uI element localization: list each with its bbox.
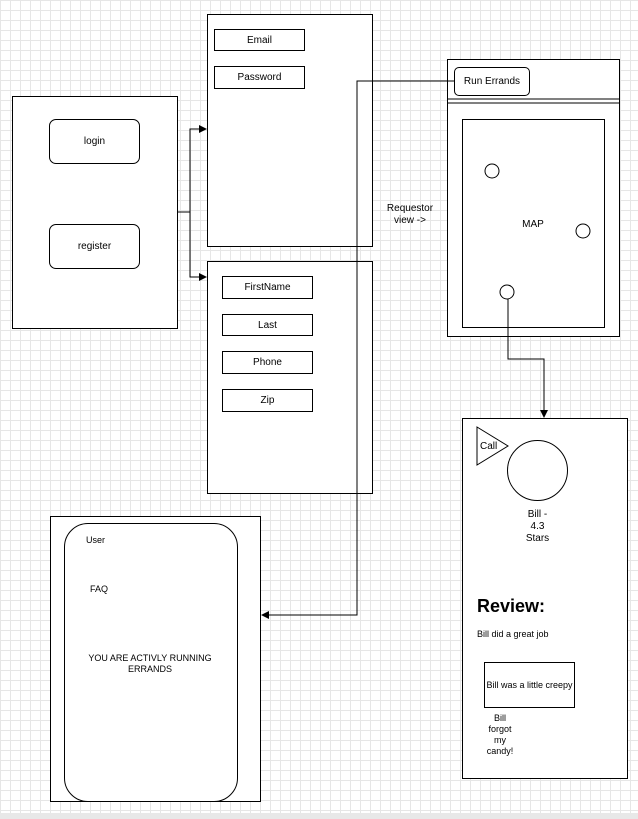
user-label[interactable]: User [86, 535, 106, 545]
arrow-to-register-form [189, 212, 207, 281]
email-field[interactable]: Email [214, 29, 305, 51]
requestor-view-label: Requestor view -> [386, 203, 434, 226]
last-field[interactable]: Last [222, 314, 313, 336]
password-field[interactable]: Password [214, 66, 305, 89]
login-button[interactable]: login [49, 119, 140, 164]
review-text-3: Bill forgot my candy! [486, 713, 514, 756]
review-text-1: Bill did a great job [477, 629, 549, 639]
runner-phone-frame [64, 523, 238, 802]
call-button-label[interactable]: Call [480, 440, 498, 452]
status-message: YOU ARE ACTIVLY RUNNING ERRANDS [88, 653, 212, 674]
phone-field[interactable]: Phone [222, 351, 313, 374]
faq-label[interactable]: FAQ [90, 584, 109, 594]
review-heading: Review: [477, 596, 546, 616]
run-errands-button[interactable]: Run Errands [454, 67, 530, 96]
horizontal-scrollbar[interactable] [0, 813, 638, 819]
firstname-field[interactable]: FirstName [222, 276, 313, 299]
zip-field[interactable]: Zip [222, 389, 313, 412]
register-button[interactable]: register [49, 224, 140, 269]
avatar [507, 440, 568, 501]
rating-text: Bill - 4.3 Stars [525, 509, 550, 544]
map-label: MAP [522, 218, 544, 230]
review-text-2: Bill was a little creepy [484, 662, 575, 708]
arrow-to-login-form [178, 125, 207, 213]
